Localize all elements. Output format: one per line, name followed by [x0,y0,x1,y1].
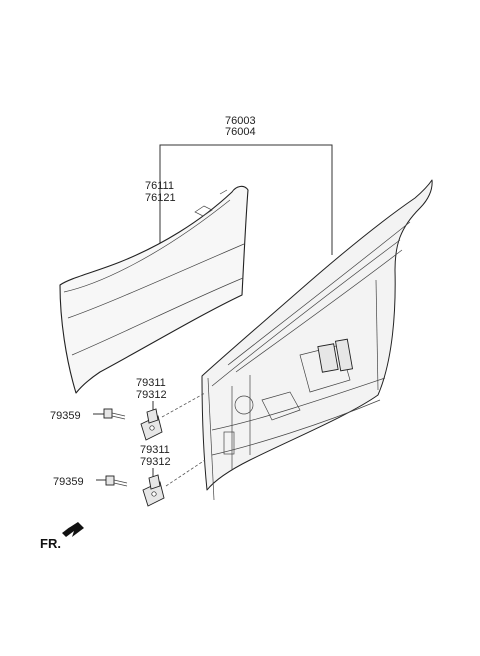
label-bolt-lower-79359: 79359 [53,476,84,488]
front-direction-arrow-icon [62,522,84,537]
door-frame-assembly [201,179,433,501]
hinge-dashed-leaders [161,392,206,487]
label-hinge-lower-79311: 79311 [140,444,170,456]
label-hinge-lower-79312: 79312 [140,456,171,468]
lower-bolt [105,475,128,487]
label-assembly-76003: 76003 [225,115,256,127]
label-hinge-upper-79312: 79312 [136,389,167,401]
label-bolt-upper-79359: 79359 [50,410,81,422]
leader-lines [93,144,333,481]
upper-hinge [140,408,163,441]
upper-bolt [103,408,126,420]
lower-hinge [142,474,165,507]
label-assembly-76004: 76004 [225,126,256,138]
door-outer-panel [59,185,249,394]
label-panel-76111: 76111 [145,180,174,192]
front-direction-label: FR. [40,536,61,551]
label-hinge-upper-79311: 79311 [136,377,166,389]
